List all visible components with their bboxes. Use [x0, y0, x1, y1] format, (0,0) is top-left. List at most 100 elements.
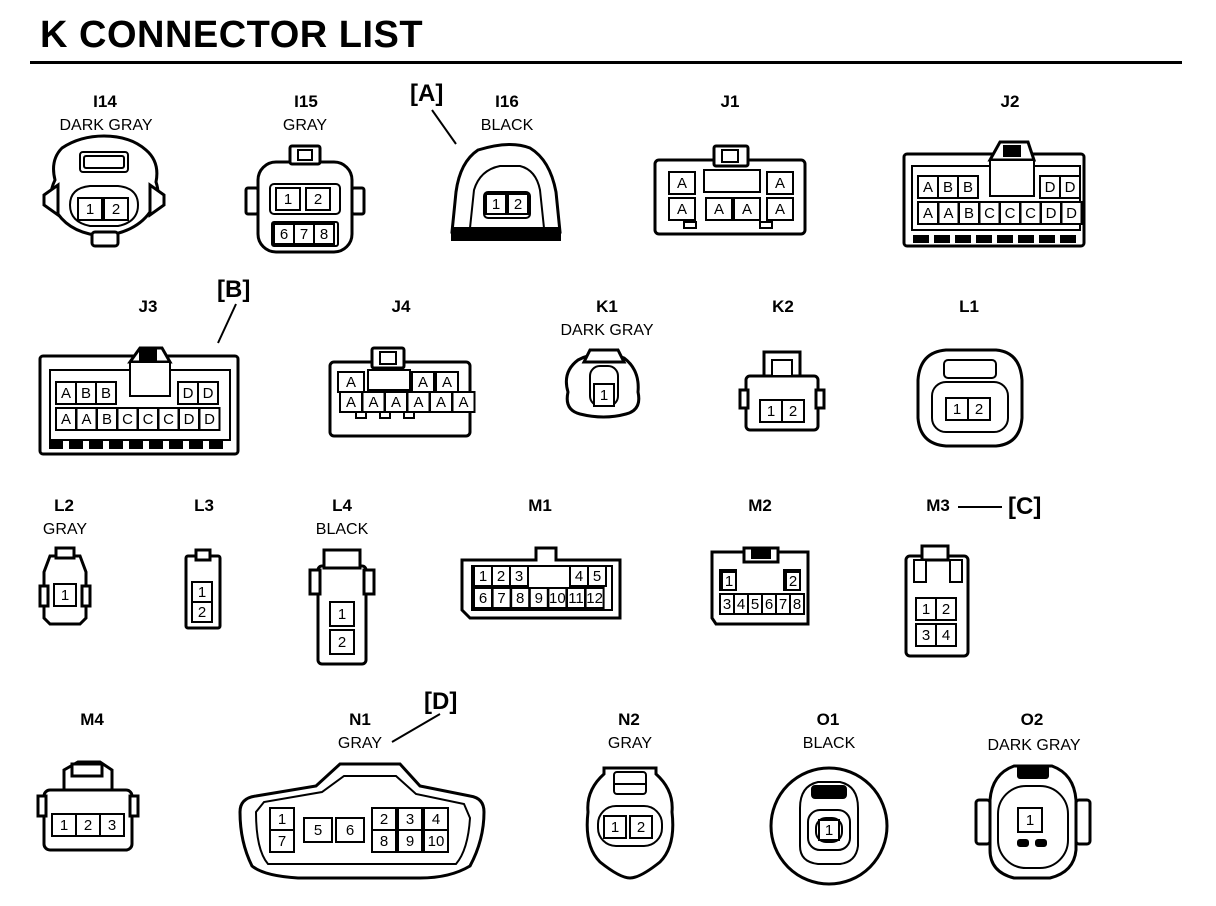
label-M4: M4: [80, 710, 104, 729]
label-N2: N2: [618, 710, 640, 729]
pin-label: 2: [338, 634, 346, 651]
color-O2: DARK GRAY: [987, 737, 1081, 754]
callout-D: [D]: [424, 688, 458, 715]
pin-label: C: [122, 411, 133, 428]
pin-label: 7: [300, 226, 308, 243]
title-rule: [30, 61, 1182, 64]
pin-label: A: [714, 201, 724, 218]
label-I16: I16: [495, 92, 519, 111]
pin-label: 8: [793, 596, 801, 613]
label-L2: L2: [54, 496, 74, 515]
label-K2: K2: [772, 297, 794, 316]
pin-label: A: [346, 374, 356, 391]
pin-label: A: [442, 374, 452, 391]
pin-label: 2: [314, 191, 322, 208]
pin-label: 1: [492, 196, 500, 213]
pin-label: B: [101, 385, 111, 402]
pin-label: 1: [611, 819, 619, 836]
pin-label: A: [368, 394, 378, 411]
color-N2: GRAY: [607, 735, 653, 752]
pin-label: A: [413, 394, 423, 411]
color-I14: DARK GRAY: [59, 117, 153, 134]
pin-label: 2: [380, 811, 388, 828]
pin-label: 1: [61, 587, 69, 604]
pin-label: 1: [338, 606, 346, 623]
label-J3: J3: [138, 297, 158, 316]
pin-label: 2: [637, 819, 645, 836]
pin-label: 5: [593, 568, 601, 585]
pin-label: B: [943, 179, 953, 196]
pin-label: A: [943, 205, 953, 222]
pin-label: 4: [575, 568, 583, 585]
color-I16: BLACK: [480, 117, 534, 134]
pin-label: 1: [1026, 812, 1034, 829]
pin-label: 3: [406, 811, 414, 828]
pin-label: 8: [516, 590, 524, 607]
callout-C: [C]: [1008, 493, 1042, 520]
pin-label: A: [436, 394, 446, 411]
color-L2: GRAY: [42, 521, 88, 538]
label-M3: M3: [926, 496, 950, 515]
pin-label: A: [61, 411, 71, 428]
pin-label: 2: [789, 573, 797, 590]
pin-label: A: [742, 201, 752, 218]
pin-label: C: [984, 205, 995, 222]
label-L4: L4: [332, 496, 352, 515]
pin-label: A: [677, 201, 687, 218]
pin-label: A: [458, 394, 468, 411]
label-N1: N1: [349, 710, 371, 729]
pin-label: 6: [765, 596, 773, 613]
pin-label: 12: [586, 590, 603, 607]
color-I15: GRAY: [282, 117, 328, 134]
pin-label: D: [203, 385, 214, 402]
pin-label: D: [1045, 179, 1056, 196]
pin-label: B: [964, 205, 974, 222]
pin-label: C: [163, 411, 174, 428]
label-J4: J4: [391, 297, 411, 316]
page-title: K CONNECTOR LIST: [40, 14, 424, 56]
leader-B: [217, 303, 237, 344]
pin-label: D: [1046, 205, 1057, 222]
label-L3: L3: [194, 496, 214, 515]
color-K1: DARK GRAY: [560, 322, 654, 339]
pin-label: A: [775, 201, 785, 218]
pin-label: A: [346, 394, 356, 411]
pin-label: 1: [725, 573, 733, 590]
pin-label: 1: [479, 568, 487, 585]
color-L4: BLACK: [315, 521, 369, 538]
pin-label: 2: [112, 201, 120, 218]
label-J1: J1: [720, 92, 740, 111]
pin-label: 3: [515, 568, 523, 585]
pin-label: 1: [600, 387, 608, 404]
pin-label: A: [81, 411, 91, 428]
pin-label: 8: [380, 833, 388, 850]
pin-label: C: [1025, 205, 1036, 222]
pin-label: 1: [198, 584, 206, 601]
pin-label: 4: [737, 596, 745, 613]
pin-label: B: [963, 179, 973, 196]
pin-label: 1: [953, 401, 961, 418]
pin-label: 1: [284, 191, 292, 208]
pin-label: 1: [767, 403, 775, 420]
pin-label: D: [183, 385, 194, 402]
pin-label: 6: [479, 590, 487, 607]
pin-label: A: [61, 385, 71, 402]
pin-label: B: [81, 385, 91, 402]
pin-label: 4: [942, 627, 950, 644]
label-L1: L1: [959, 297, 979, 316]
pin-label: 10: [428, 833, 445, 850]
pin-label: 9: [535, 590, 543, 607]
pin-label: 2: [975, 401, 983, 418]
label-M1: M1: [528, 496, 552, 515]
connector-K1: 1: [564, 348, 641, 419]
pin-label: 7: [779, 596, 787, 613]
pin-label: 1: [86, 201, 94, 218]
